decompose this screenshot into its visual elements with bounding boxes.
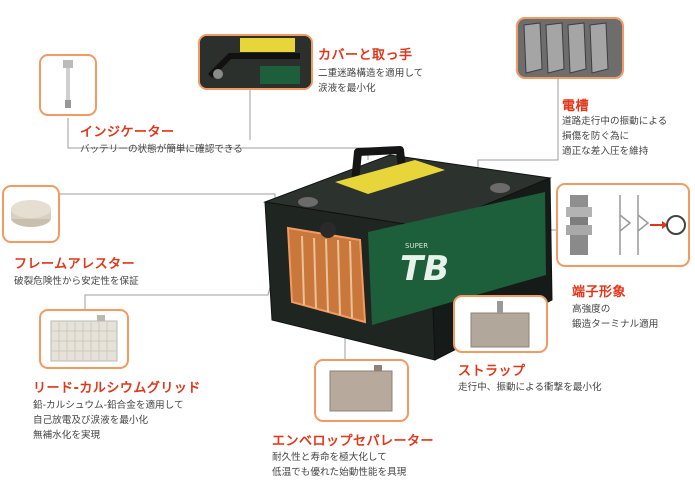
grid-image-box: [39, 309, 129, 369]
terminal-image: [566, 195, 686, 255]
container-desc-line-3: 適正な差入圧を維持: [562, 146, 649, 157]
separator-desc-line-1: 耐久性と寿命を極大化して: [272, 452, 387, 463]
frame-image: [11, 200, 51, 227]
strap-desc-line-1: 走行中、振動による衝撃を最小化: [458, 382, 602, 393]
indicator-image: [63, 60, 73, 108]
container-desc-line-1: 道路走行中の振動による: [562, 116, 668, 127]
separator-desc: 耐久性と寿命を極大化して 低温でも優れた始動性能を具現: [272, 450, 406, 480]
cover-image: [200, 36, 311, 88]
frame-title: フレームアレスター: [14, 257, 136, 272]
grid-desc-line-1: 鉛-カルシュウム-鉛合金を適用して: [33, 400, 184, 411]
indicator-title: インジケーター: [80, 125, 175, 140]
grid-desc-line-3: 無補水化を実現: [33, 430, 101, 441]
indicator-desc-line-1: バッテリーの状態が簡単に確認できる: [80, 144, 243, 155]
terminal-desc: 高強度の 鍛造ターミナル適用: [572, 302, 658, 332]
container-image-box: [516, 17, 624, 79]
separator-image-box: [314, 359, 409, 422]
brand-large: TB: [400, 249, 449, 289]
top-label: [335, 160, 445, 194]
container-title: 電槽: [562, 99, 590, 114]
terminal-desc-line-2: 鍛造ターミナル適用: [572, 319, 659, 330]
strap-title: ストラップ: [458, 364, 526, 379]
terminal-right: [490, 183, 510, 193]
indicator-image-box: [39, 54, 97, 116]
terminal-desc-line-1: 高強度の: [572, 304, 611, 315]
frame-desc: 破裂危険性から安定性を保証: [14, 274, 139, 289]
battery-illustration: SUPER TB: [263, 146, 553, 361]
indicator-desc: バッテリーの状態が簡単に確認できる: [80, 142, 243, 157]
cover-image-box: [198, 34, 313, 90]
cutaway-cap: [320, 222, 336, 238]
strap-image-box: [453, 295, 548, 353]
battery-label: [368, 192, 546, 325]
grid-desc-line-2: 自己放電及び涙液を最小化: [33, 415, 149, 426]
separator-title: エンベロップセパレーター: [272, 434, 435, 449]
terminal-image-box: [556, 183, 690, 267]
cover-desc-line-1: 二重迷路構造を適用して: [318, 68, 424, 79]
frame-image-box: [2, 185, 60, 243]
cover-title: カバーと取っ手: [318, 48, 413, 63]
cover-desc-line-2: 涙液を最小化: [318, 83, 376, 94]
separator-desc-line-2: 低温でも優れた始動性能を具現: [272, 467, 407, 478]
grid-title: リード-カルシウムグリッド: [33, 381, 201, 396]
container-image: [518, 19, 622, 77]
strap-image: [470, 301, 530, 348]
brand-small: SUPER: [405, 242, 428, 250]
frame-desc-line-1: 破裂危険性から安定性を保証: [14, 276, 139, 287]
separator-image: [329, 365, 393, 412]
container-desc: 道路走行中の振動による 損傷を防ぐ為に 適正な差入圧を維持: [562, 114, 667, 159]
terminal-left: [298, 197, 318, 207]
container-desc-line-2: 損傷を防ぐ為に: [562, 131, 630, 142]
terminal-title: 端子形象: [572, 285, 627, 300]
strap-desc: 走行中、振動による衝撃を最小化: [458, 380, 602, 395]
grid-desc: 鉛-カルシュウム-鉛合金を適用して 自己放電及び涙液を最小化 無補水化を実現: [33, 398, 184, 443]
grid-image: [50, 315, 118, 362]
cover-desc: 二重迷路構造を適用して 涙液を最小化: [318, 66, 423, 96]
